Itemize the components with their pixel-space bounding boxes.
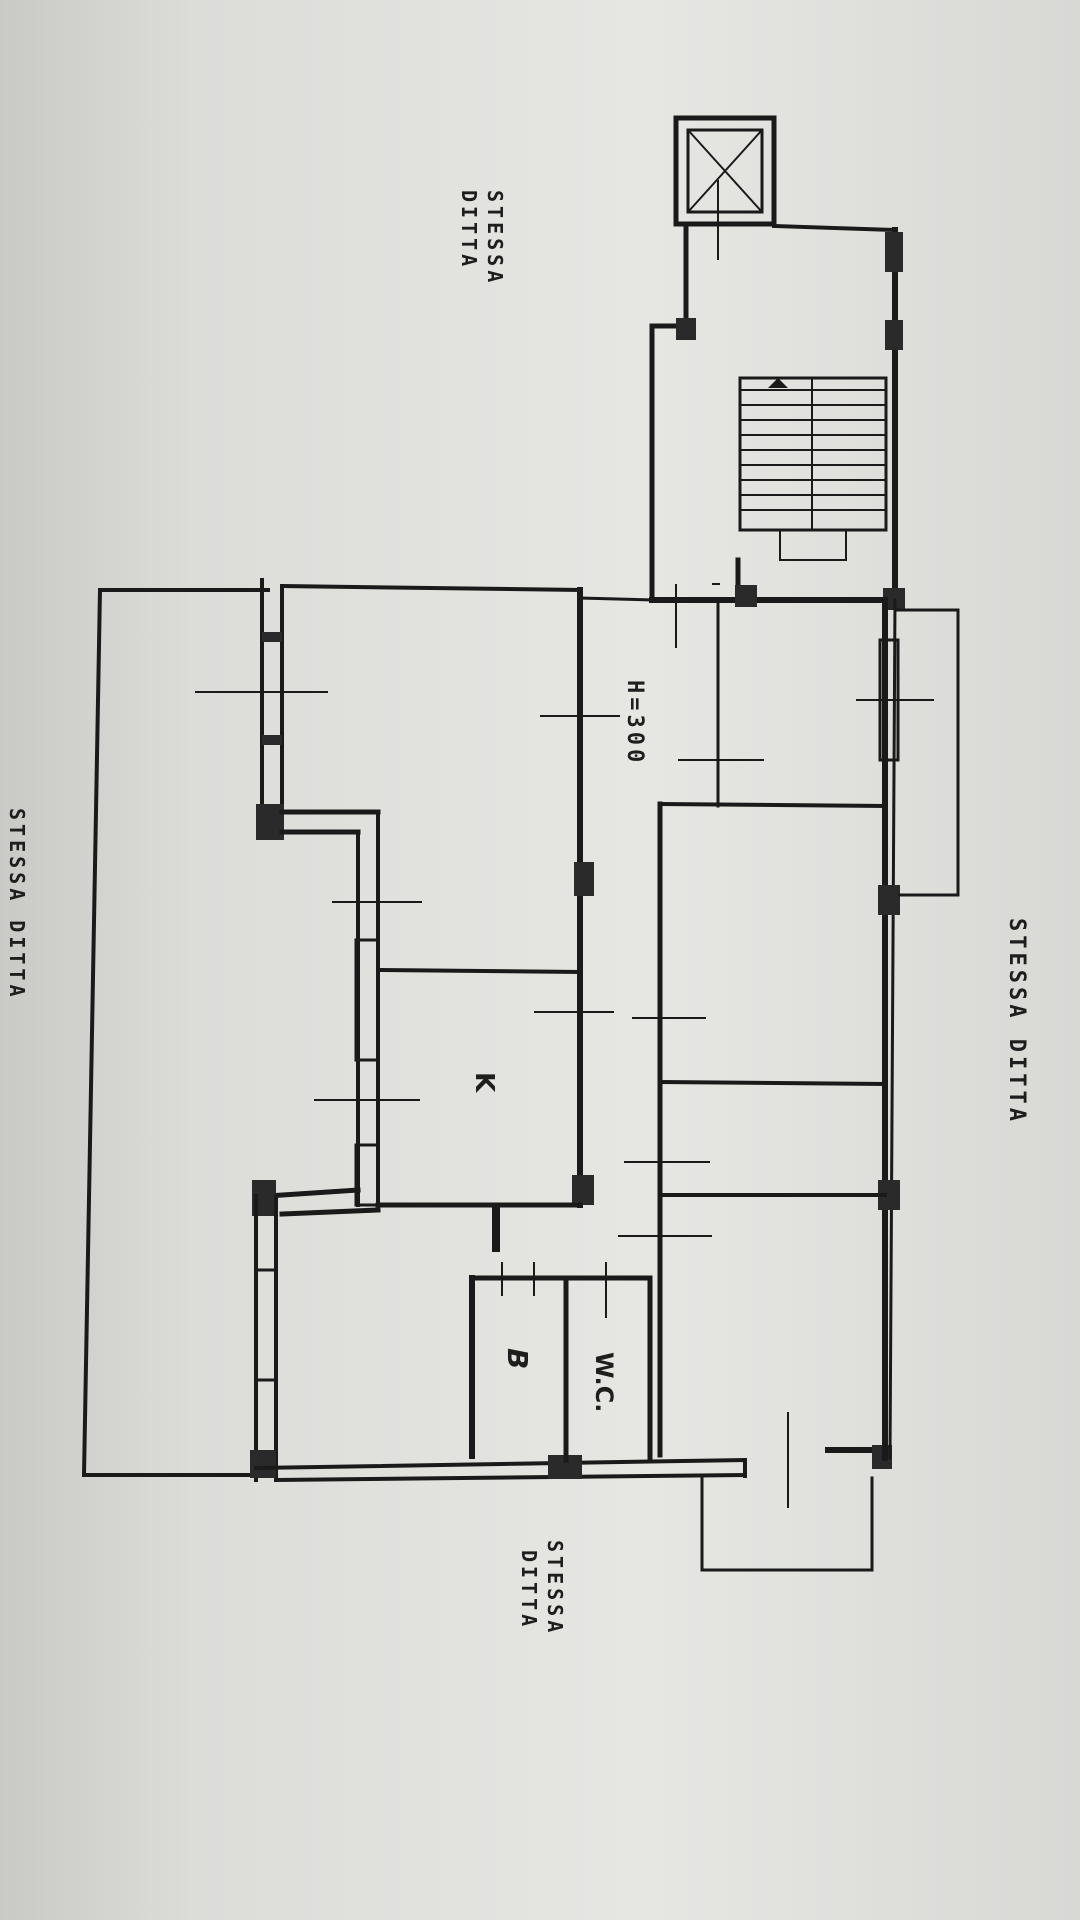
column-hatch	[885, 232, 903, 272]
neighbor-label-right: STESSA DITTA	[1004, 918, 1029, 1125]
elevator-shaft	[673, 115, 777, 227]
column-hatch	[885, 320, 903, 350]
neighbor-label-bottom-line1: STESSA	[543, 1540, 567, 1636]
column-hatch	[676, 318, 696, 340]
stair-steps	[738, 376, 888, 561]
ceiling-height-label: H=300	[622, 680, 647, 766]
neighbor-label-top-line1: STESSA	[483, 190, 507, 286]
column-hatch	[574, 862, 594, 896]
neighbor-label-bottom-line2: DITTA	[517, 1550, 541, 1630]
opening-marks	[195, 180, 934, 1508]
wc-label: W.C.	[590, 1352, 618, 1412]
kitchen-label: K	[469, 1072, 499, 1093]
terrace-outline	[81, 587, 270, 1478]
column-hatch	[256, 804, 284, 840]
neighbor-label-left: STESSA DITTA	[5, 808, 29, 1001]
bathroom-label: B	[501, 1348, 534, 1369]
apartment-walls	[250, 578, 960, 1572]
neighbor-label-top-line2: DITTA	[457, 190, 481, 270]
stairwell	[649, 221, 905, 610]
